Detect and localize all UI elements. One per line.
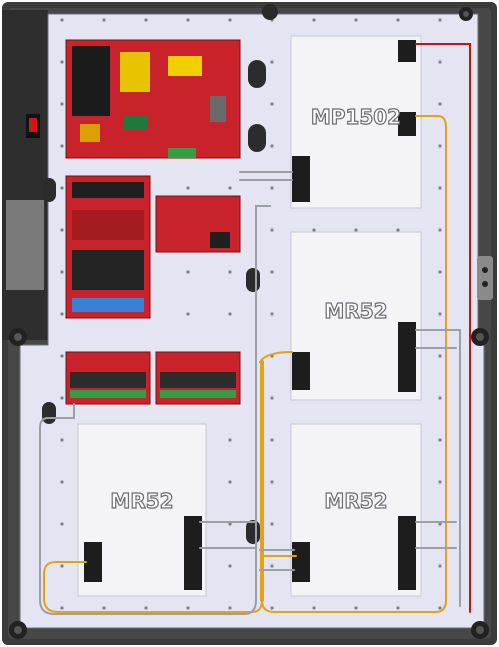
lock-icon (477, 256, 493, 300)
knockout-plate (6, 200, 44, 290)
tamper-switch-indicator (29, 118, 37, 132)
label-mr52-left-bottom: MR52 (110, 489, 173, 513)
label-mr52-right-middle: MR52 (324, 299, 387, 323)
power-supply-board (65, 39, 241, 159)
label-mr52-right-bottom: MR52 (324, 489, 387, 513)
enclosure-side (2, 10, 48, 340)
label-mp1502: MP1502 (311, 105, 401, 129)
controller-board (65, 175, 151, 319)
